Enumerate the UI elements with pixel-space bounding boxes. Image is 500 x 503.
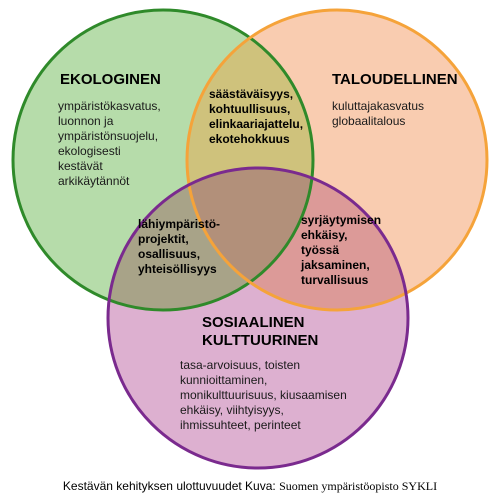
social-line: ihmissuhteet, perinteet [180, 418, 301, 432]
eco-econ-line: elinkaariajattelu, [209, 117, 303, 131]
social-line: monikulttuurisuus, kiusaamisen [180, 388, 347, 402]
ecological-title: EKOLOGINEN [60, 71, 161, 88]
social-title-line-1: SOSIAALINEN [202, 314, 305, 331]
eco-social-line: osallisuus, [138, 247, 200, 261]
ecological-line: ympäristökasvatus, [58, 99, 161, 113]
economic-title: TALOUDELLINEN [332, 71, 458, 88]
social-circle-outline [106, 166, 410, 470]
econ-social-overlap [187, 168, 408, 310]
ecological-circle-outline [11, 8, 315, 312]
eco-econ-line: kohtuullisuus, [209, 102, 290, 116]
economic-line: kuluttajakasvatus [332, 99, 424, 113]
social-text: tasa-arvoisuus, toisten kunnioittaminen,… [180, 358, 347, 432]
eco-social-line: projektit, [138, 232, 189, 246]
econ-social-line: jaksaminen, [300, 258, 370, 272]
econ-social-line: turvallisuus [301, 273, 369, 287]
eco-econ-text: säästäväisyys, kohtuullisuus, elinkaaria… [209, 87, 303, 146]
eco-social-line: yhteisöllisyys [138, 262, 217, 276]
ecological-line: arkikäytännöt [58, 174, 130, 188]
social-title-line-2: KULTTUURINEN [202, 332, 318, 349]
ecological-line: ekologisesti [58, 144, 121, 158]
ecological-text: ympäristökasvatus, luonnon ja ympäristön… [58, 99, 161, 188]
ecological-line: kestävät [58, 159, 103, 173]
economic-line: globaalitalous [332, 114, 405, 128]
eco-social-line: lähiympäristö- [138, 217, 220, 231]
eco-social-text: lähiympäristö- projektit, osallisuus, yh… [138, 217, 220, 276]
econ-social-line: ehkäisy, [301, 228, 347, 242]
economic-text: kuluttajakasvatus globaalitalous [332, 99, 424, 128]
figure-caption: Kestävän kehityksen ulottuvuudet Kuva: S… [0, 479, 500, 494]
economic-circle-outline [185, 8, 489, 312]
social-line: kunnioittaminen, [180, 373, 267, 387]
econ-social-line: syrjäytymisen [301, 213, 381, 227]
eco-econ-line: säästäväisyys, [209, 87, 293, 101]
ecological-line: ympäristönsuojelu, [58, 129, 158, 143]
econ-social-line: työssä [301, 243, 339, 257]
eco-social-overlap [108, 168, 313, 310]
social-line: ehkäisy, viihtyisyys, [180, 403, 284, 417]
econ-social-text: syrjäytymisen ehkäisy, työssä jaksaminen… [300, 213, 381, 287]
caption-source: Suomen ympäristöopisto SYKLI [279, 479, 438, 493]
eco-econ-line: ekotehokkuus [209, 132, 290, 146]
ecological-line: luonnon ja [58, 114, 114, 128]
social-line: tasa-arvoisuus, toisten [180, 358, 300, 372]
caption-text: Kestävän kehityksen ulottuvuudet Kuva: [62, 479, 280, 493]
